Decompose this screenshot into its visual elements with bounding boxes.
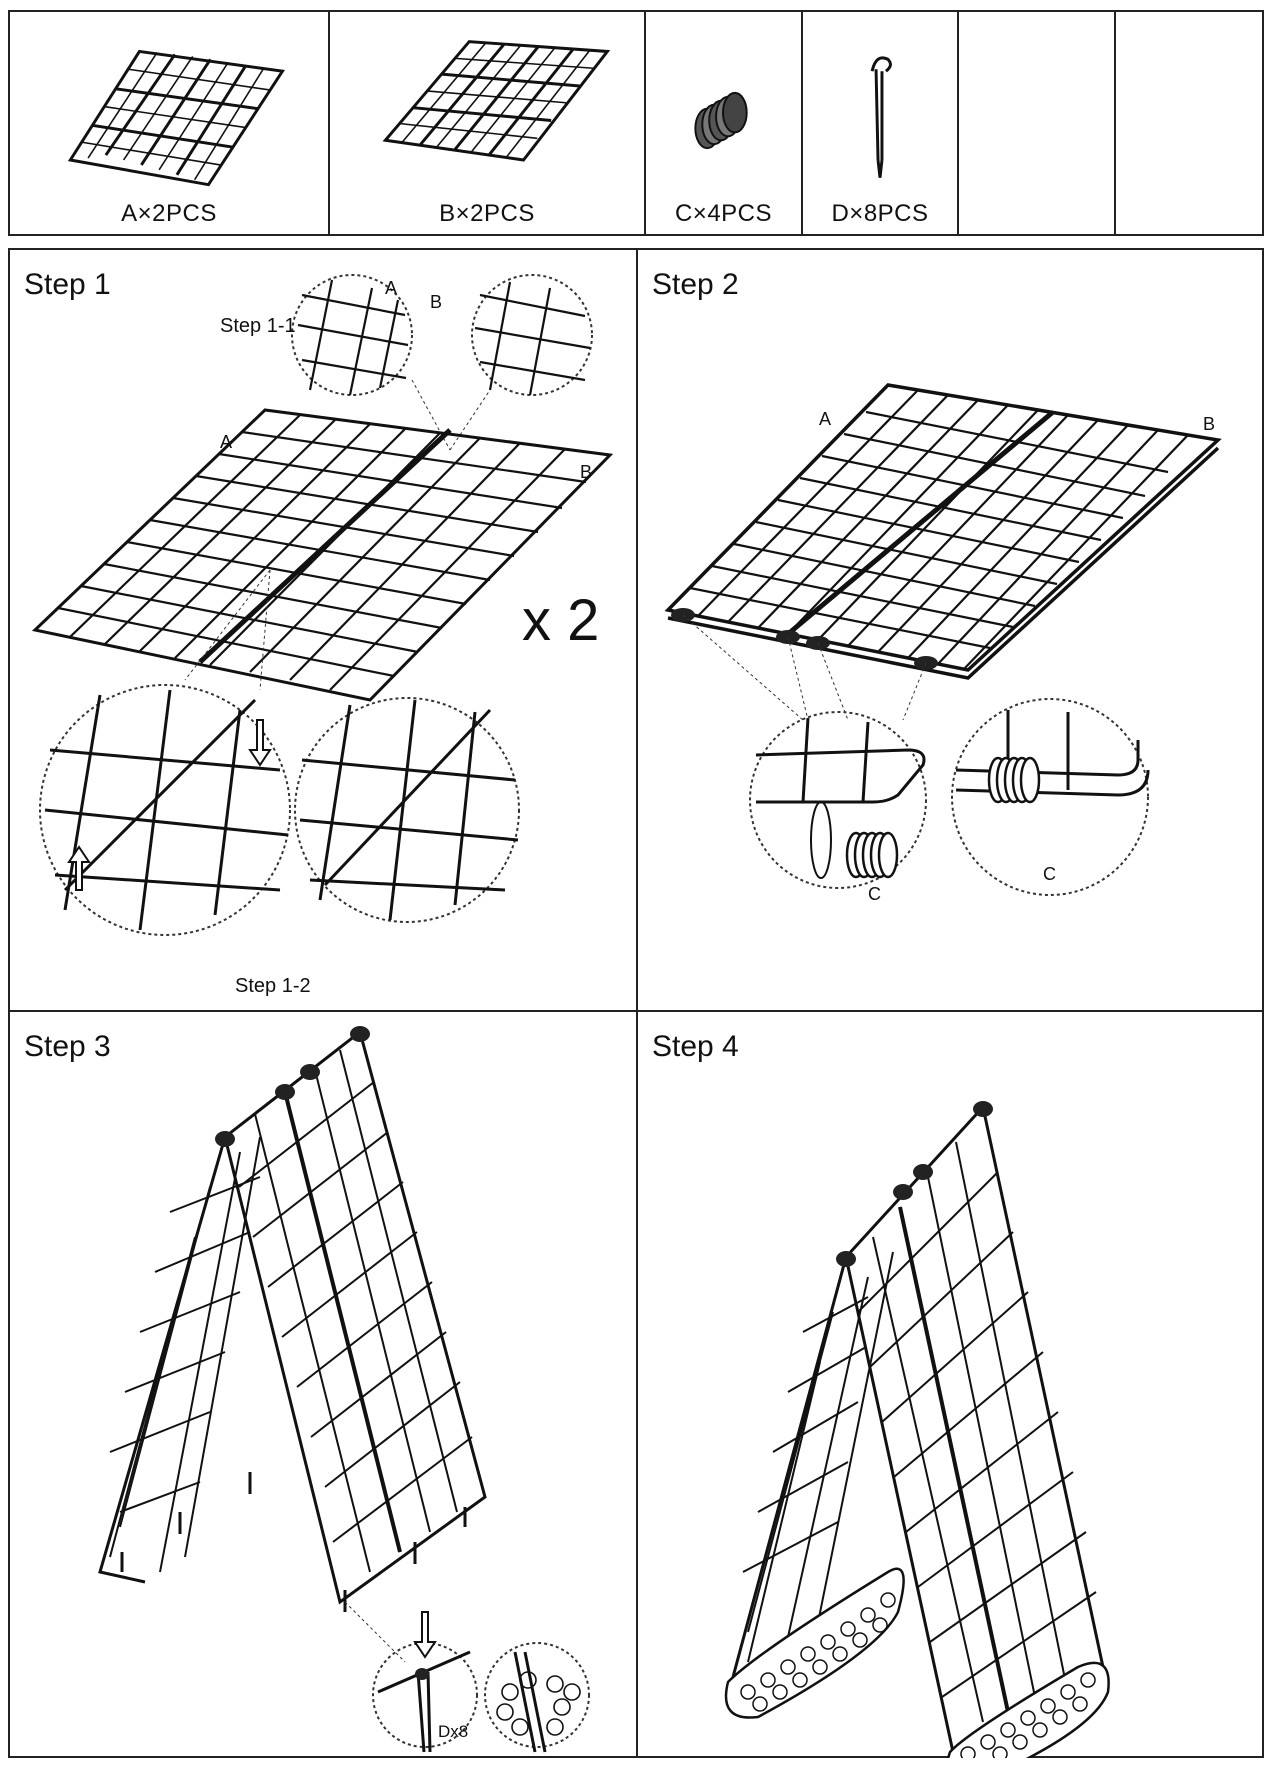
part-label-a: A×2PCS xyxy=(121,200,217,227)
step-3-stake-label: Dx8 xyxy=(438,1722,468,1741)
step-1-2-label: Step 1-2 xyxy=(235,975,311,997)
step-1-title: Step 1 xyxy=(24,268,111,301)
coil-connector-icon xyxy=(694,91,748,150)
part-cell-empty-1 xyxy=(959,12,1116,234)
grid-panel-a-icon xyxy=(67,49,285,187)
step-2-title: Step 2 xyxy=(652,268,739,301)
part-cell-d: D×8PCS xyxy=(803,12,959,234)
step-3-panel: Step 3 xyxy=(10,1012,636,1758)
step-2-panel: Step 2 A B xyxy=(638,250,1264,1010)
step-2-illustration: A B xyxy=(664,383,1222,904)
steps-grid: Step 1 A B Step 1-1 xyxy=(8,248,1264,1758)
step-4-illustration xyxy=(724,1101,1110,1758)
step-1-illustration: A B Step 1-1 A B x 2 xyxy=(31,274,614,997)
step-1-panel: Step 1 A B Step 1-1 xyxy=(10,250,636,1010)
grid-divider-vertical xyxy=(636,250,638,1756)
step-3-title: Step 3 xyxy=(24,1030,111,1063)
step-4-title: Step 4 xyxy=(652,1030,739,1063)
part-label-d: D×8PCS xyxy=(831,200,929,227)
step-2-label-c-right: C xyxy=(1043,864,1056,884)
parts-table: A×2PCS B×2PCS xyxy=(8,10,1264,236)
step-1-1-label-a: A xyxy=(385,278,397,298)
step-2-label-b: B xyxy=(1203,414,1215,434)
part-cell-a: A×2PCS xyxy=(10,12,330,234)
step-4-panel: Step 4 xyxy=(638,1012,1264,1758)
step-1-label-a: A xyxy=(220,432,232,452)
step-1-1-label: Step 1-1 xyxy=(220,315,296,337)
part-label-b: B×2PCS xyxy=(439,200,535,227)
part-label-c: C×4PCS xyxy=(674,200,773,227)
step-2-label-c-left: C xyxy=(868,884,881,904)
grid-panel-b-icon xyxy=(382,40,611,162)
grid-divider-horizontal xyxy=(10,1010,1262,1012)
step-1-1-label-b: B xyxy=(430,292,442,312)
step-1-label-b: B xyxy=(580,462,592,482)
part-cell-empty-2 xyxy=(1116,12,1262,234)
part-cell-b: B×2PCS xyxy=(330,12,646,234)
ground-stake-icon xyxy=(870,56,892,178)
part-cell-c: C×4PCS xyxy=(646,12,803,234)
step-3-illustration: Dx8 xyxy=(98,1026,590,1753)
step-2-label-a: A xyxy=(819,409,831,429)
step-1-multiplier: x 2 xyxy=(522,588,599,653)
